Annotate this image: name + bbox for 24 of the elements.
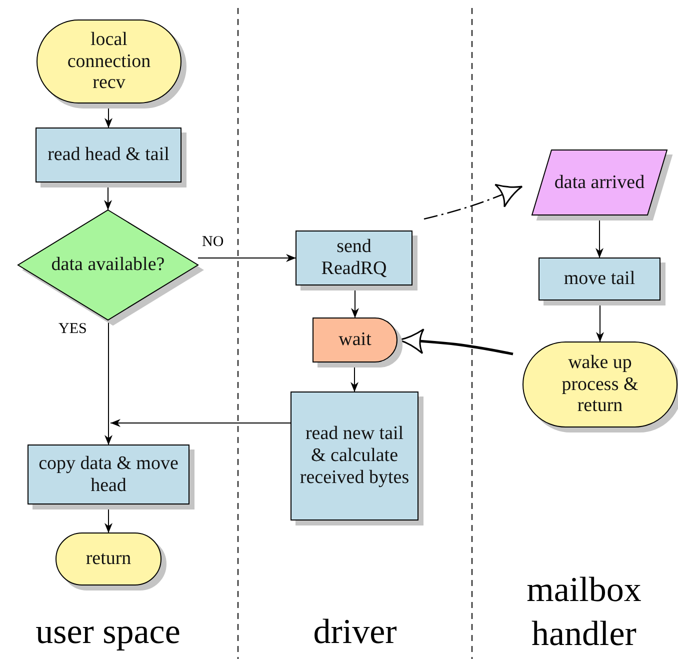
lane-title: user space (34, 611, 182, 653)
terminal-box: return (56, 533, 161, 585)
terminal-box: local connection recv (37, 20, 181, 103)
process-box: copy data & move head (28, 445, 189, 504)
process-box: send ReadRQ (296, 231, 412, 285)
lane-title: driver (312, 611, 398, 653)
arrow (104, 320, 112, 446)
terminal-box: wake up process & return (523, 342, 677, 427)
arrow (198, 254, 296, 262)
arrow (596, 214, 604, 258)
decision-diamond: data available? (18, 210, 198, 320)
arrow (350, 362, 358, 392)
arrow (104, 504, 112, 534)
arrow (596, 300, 604, 342)
arrow (104, 102, 112, 128)
process-box: read head & tail (36, 128, 181, 182)
process-box: read new tail & calculate received bytes (291, 392, 418, 520)
data-parallelogram: data arrived (532, 150, 667, 215)
arrow (351, 284, 359, 318)
lane-title: mailbox handler (526, 569, 642, 655)
arrow (110, 419, 292, 427)
arrow (104, 182, 112, 210)
delay-shape: wait (313, 318, 397, 362)
process-box: move tail (539, 258, 660, 300)
